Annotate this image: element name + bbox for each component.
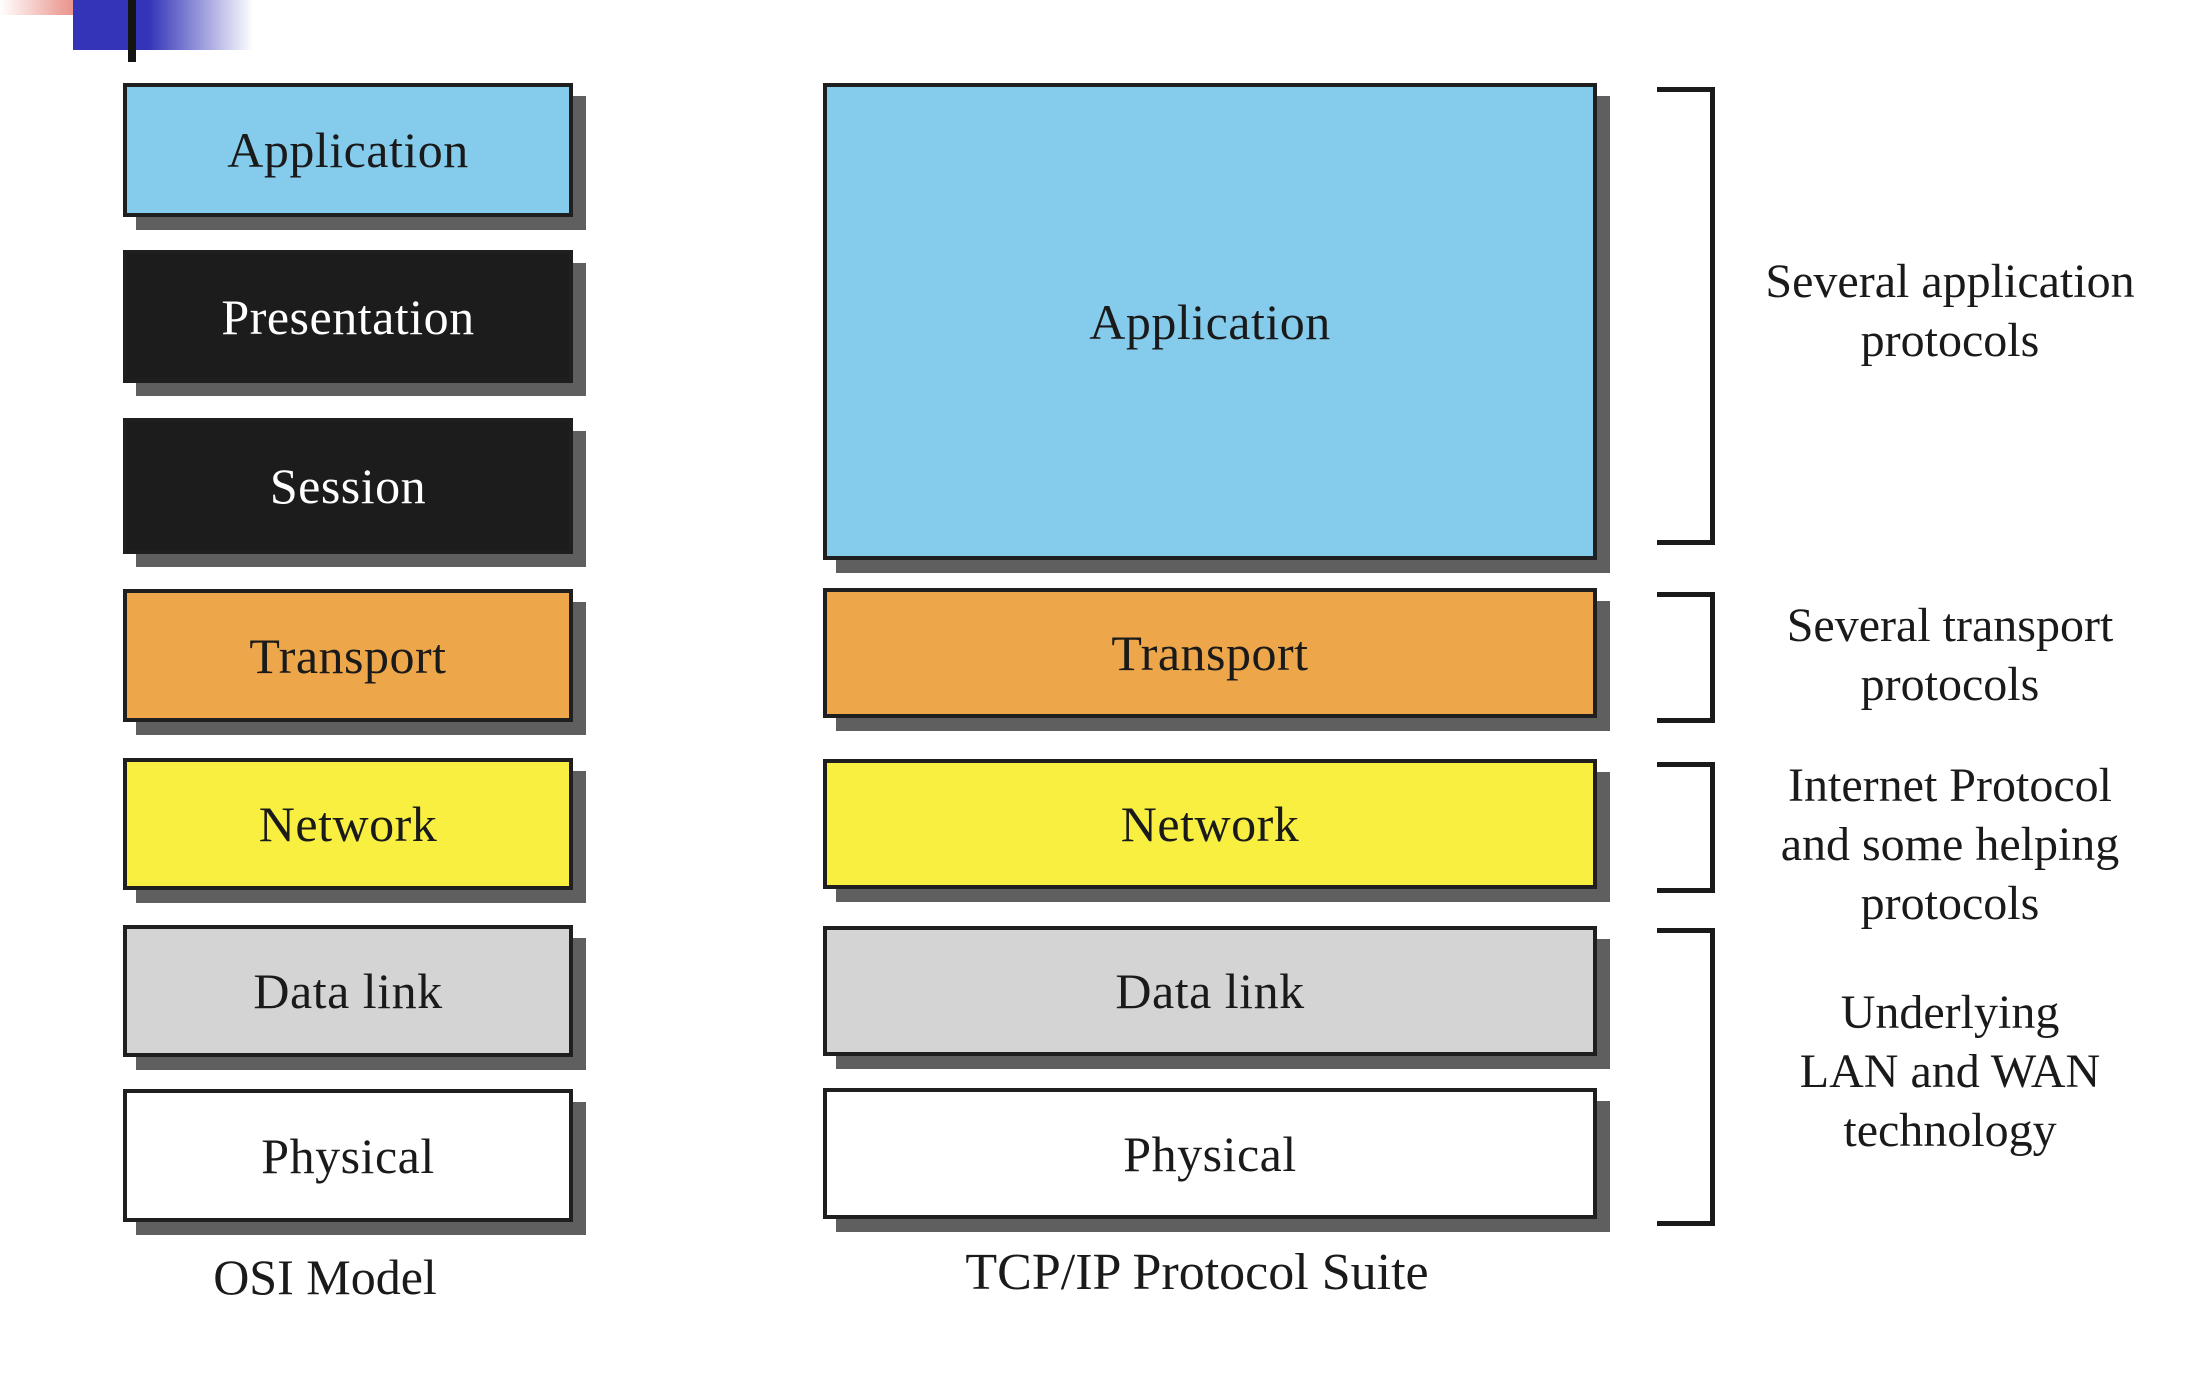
- tcpip-layer-network-label: Network: [1120, 796, 1300, 852]
- tcpip-layer-network: Network: [823, 759, 1597, 889]
- osi-layer-application: Application: [123, 83, 573, 217]
- osi-layer-session-label: Session: [269, 458, 427, 514]
- osi-model-caption: OSI Model: [213, 1249, 437, 1305]
- annotation-line: and some helping: [1780, 818, 2120, 871]
- tcpip-layer-physical: Physical: [823, 1088, 1597, 1219]
- annotation-line: Several application: [1765, 255, 2135, 308]
- bracket-lan-wan-technology: [1657, 928, 1715, 1226]
- annotation-application-protocols: Several application protocols: [1705, 252, 2195, 370]
- osi-layer-network: Network: [123, 758, 573, 890]
- osi-layer-transport-label: Transport: [249, 627, 447, 684]
- osi-layer-physical-label: Physical: [261, 1127, 435, 1184]
- decoration-blue-gradient-bar: [73, 0, 253, 50]
- osi-layer-data-link-label: Data link: [253, 963, 443, 1019]
- osi-layer-presentation-label: Presentation: [221, 288, 475, 345]
- tcpip-layer-data-link-label: Data link: [1115, 963, 1305, 1019]
- annotation-line: protocols: [1860, 877, 2040, 930]
- annotation-line: protocols: [1860, 658, 2040, 711]
- tcpip-layer-data-link: Data link: [823, 926, 1597, 1056]
- tcpip-layer-application: Application: [823, 83, 1597, 560]
- annotation-line: Underlying: [1840, 986, 2060, 1039]
- bracket-transport-protocols: [1657, 592, 1715, 723]
- annotation-line: LAN and WAN: [1799, 1045, 2101, 1098]
- osi-layer-physical: Physical: [123, 1089, 573, 1222]
- annotation-line: Several transport: [1786, 599, 2114, 652]
- osi-layer-presentation: Presentation: [123, 250, 573, 383]
- tcpip-layer-application-label: Application: [1089, 293, 1331, 350]
- annotation-line: protocols: [1860, 314, 2040, 367]
- osi-layer-data-link: Data link: [123, 925, 573, 1057]
- decoration-black-bar: [128, 0, 136, 62]
- tcpip-layer-transport: Transport: [823, 588, 1597, 718]
- osi-layer-transport: Transport: [123, 589, 573, 722]
- bracket-application-protocols: [1657, 87, 1715, 545]
- annotation-internet-protocol: Internet Protocol and some helping proto…: [1705, 756, 2195, 933]
- tcpip-layer-transport-label: Transport: [1111, 625, 1309, 681]
- annotation-line: Internet Protocol: [1788, 759, 2112, 812]
- annotation-transport-protocols: Several transport protocols: [1705, 596, 2195, 714]
- tcpip-suite-caption: TCP/IP Protocol Suite: [965, 1244, 1429, 1301]
- osi-layer-session: Session: [123, 418, 573, 554]
- annotation-lan-wan-technology: Underlying LAN and WAN technology: [1705, 983, 2195, 1160]
- bracket-internet-protocol: [1657, 762, 1715, 893]
- annotation-line: technology: [1843, 1104, 2057, 1157]
- osi-layer-application-label: Application: [227, 122, 469, 178]
- osi-layer-network-label: Network: [258, 796, 438, 852]
- tcpip-layer-physical-label: Physical: [1123, 1125, 1297, 1182]
